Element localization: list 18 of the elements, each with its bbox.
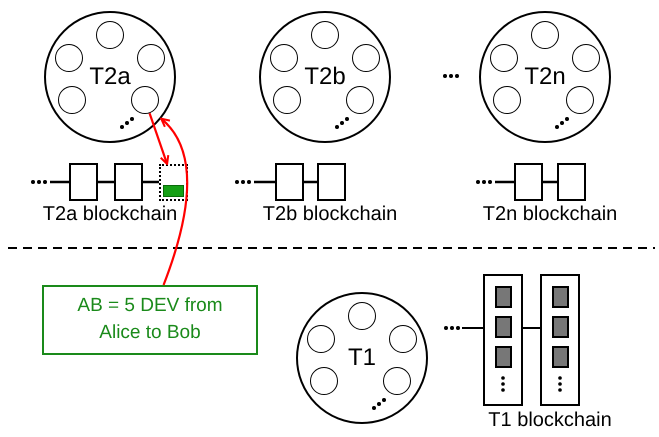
arrow bbox=[148, 112, 170, 165]
member-circle bbox=[55, 44, 83, 72]
transaction-text: AB = 5 DEV from Alice to Bob bbox=[76, 294, 224, 345]
chain-caption: T2n blockchain bbox=[482, 203, 618, 226]
transaction-box bbox=[42, 285, 258, 355]
pending-block-box bbox=[159, 164, 188, 201]
pool-label: T2n bbox=[524, 63, 566, 91]
pool-label: T2a bbox=[89, 63, 131, 91]
chain-caption: T2b blockchain bbox=[262, 203, 398, 226]
chain-caption: T1 blockchain bbox=[488, 409, 612, 432]
arrow bbox=[160, 118, 188, 286]
member-circle bbox=[137, 44, 165, 72]
chain-caption: T2a blockchain bbox=[42, 203, 178, 226]
pool-label: T2b bbox=[304, 63, 346, 91]
pool-label: T1 bbox=[348, 344, 376, 372]
member-circle bbox=[96, 21, 124, 49]
member-circle bbox=[58, 86, 86, 114]
member-circle bbox=[131, 86, 159, 114]
